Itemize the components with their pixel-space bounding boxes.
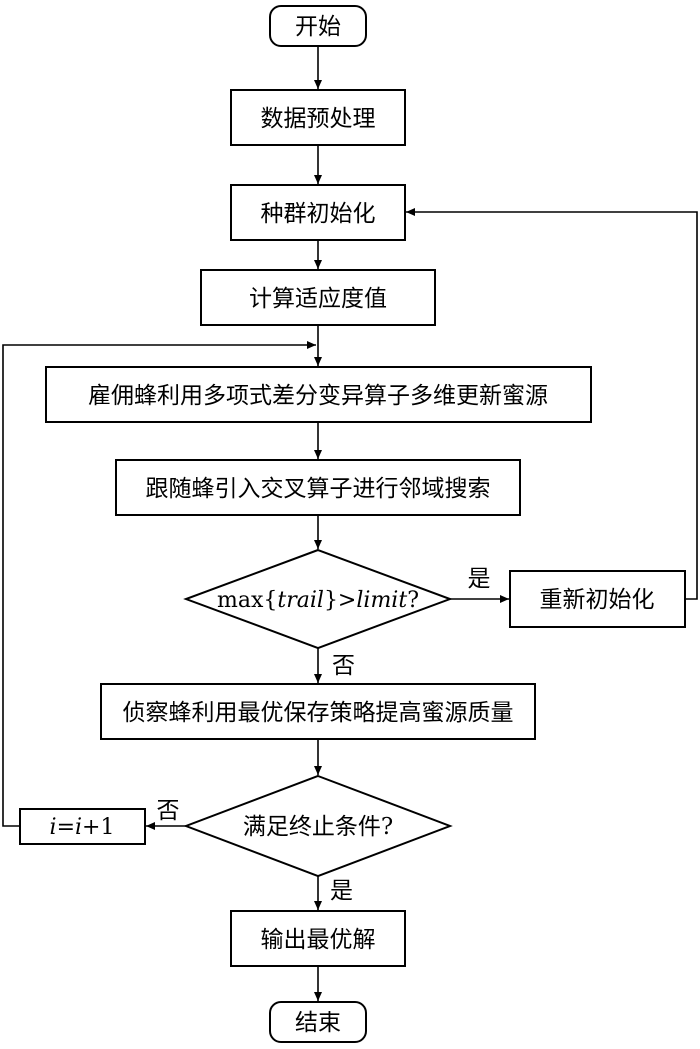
- no-label-termination: 否: [157, 798, 180, 824]
- trail-prefix: max{: [217, 588, 277, 613]
- increment-i-left: i: [50, 815, 57, 840]
- scout-bee-label: 侦察蜂利用最优保存策略提高蜜源质量: [123, 700, 514, 726]
- start-node: 开始: [269, 5, 367, 47]
- employed-bee-label: 雇佣蜂利用多项式差分变异算子多维更新蜜源: [88, 383, 548, 409]
- end-node: 结束: [269, 1001, 367, 1043]
- preprocess-label: 数据预处理: [261, 106, 376, 132]
- output-node: 输出最优解: [230, 910, 406, 967]
- reinit-node: 重新初始化: [509, 570, 686, 628]
- onlooker-bee-label: 跟随蜂引入交叉算子进行邻域搜索: [146, 476, 491, 502]
- edge-increment-loop: [2, 341, 316, 827]
- trail-decision-node: max{trail}>limit?: [183, 548, 453, 650]
- start-label: 开始: [295, 14, 341, 40]
- termination-label: 满足终止条件?: [243, 814, 393, 840]
- no-label-trail: 否: [332, 653, 355, 679]
- termination-decision-node: 满足终止条件?: [183, 774, 453, 878]
- preprocess-node: 数据预处理: [230, 89, 406, 146]
- increment-node: i=i+1: [19, 808, 146, 845]
- limit-var: limit: [356, 588, 407, 613]
- increment-i-right: i: [75, 815, 82, 840]
- reinit-label: 重新初始化: [540, 587, 655, 613]
- end-label: 结束: [295, 1010, 341, 1036]
- trail-suffix: ?: [407, 588, 419, 613]
- trail-decision-label: max{trail}>limit?: [217, 588, 419, 613]
- increment-plus: +1: [82, 815, 114, 840]
- trail-var: trail: [277, 588, 324, 613]
- increment-eq: =: [57, 815, 75, 840]
- edge-reinit-loop: [406, 208, 698, 600]
- employed-bee-node: 雇佣蜂利用多项式差分变异算子多维更新蜜源: [45, 366, 592, 423]
- trail-mid: }>: [324, 588, 356, 613]
- init-population-node: 种群初始化: [230, 184, 406, 241]
- compute-fitness-node: 计算适应度值: [200, 269, 436, 326]
- output-label: 输出最优解: [261, 927, 376, 953]
- scout-bee-node: 侦察蜂利用最优保存策略提高蜜源质量: [100, 683, 536, 740]
- yes-label-termination: 是: [330, 878, 353, 904]
- increment-label: i=i+1: [50, 815, 115, 840]
- yes-label-trail: 是: [468, 566, 491, 592]
- onlooker-bee-node: 跟随蜂引入交叉算子进行邻域搜索: [115, 459, 521, 516]
- compute-fitness-label: 计算适应度值: [249, 286, 387, 312]
- init-population-label: 种群初始化: [261, 201, 376, 227]
